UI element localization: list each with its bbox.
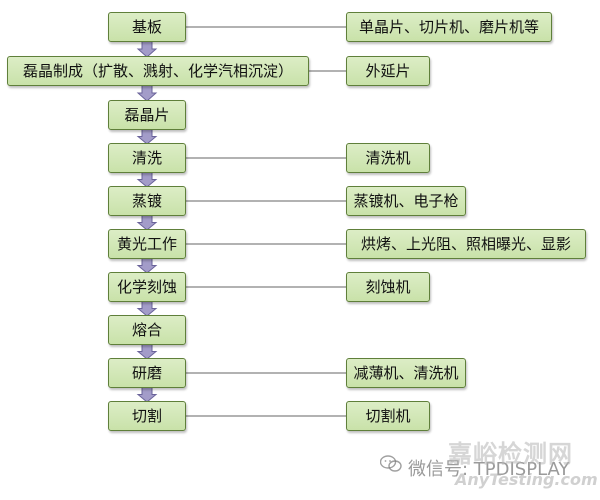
equipment-cutting: 切割机 [346,401,430,431]
equipment-label: 烘烤、上光阻、照相曝光、显影 [360,234,571,253]
equipment-grinding: 减薄机、清洗机 [346,358,466,388]
step-chemical-etching: 化学刻蚀 [108,272,186,302]
equipment-label: 清洗机 [365,148,411,167]
flow-arrow [136,343,158,360]
equipment-evaporation: 蒸镀机、电子枪 [346,186,466,216]
flow-arrow [136,171,158,188]
equipment-label: 外延片 [365,61,411,80]
step-label: 切割 [131,406,162,425]
equipment-etching: 刻蚀机 [346,272,430,302]
flow-arrow [136,257,158,274]
step-substrate: 基板 [108,12,186,42]
equipment-label: 单晶片、切片机、磨片机等 [358,17,539,36]
step-label: 蒸镀 [131,191,162,210]
step-cutting: 切割 [108,401,186,431]
equipment-label: 切割机 [365,406,411,425]
step-label: 基板 [131,17,162,36]
equipment-substrate: 单晶片、切片机、磨片机等 [346,12,552,42]
equipment-label: 减薄机、清洗机 [353,363,459,382]
flow-arrow [136,40,158,58]
flow-arrow [136,214,158,231]
equipment-photolithography: 烘烤、上光阻、照相曝光、显影 [346,229,586,259]
step-label: 化学刻蚀 [116,277,177,296]
equipment-epitaxy: 外延片 [346,56,430,86]
step-label: 黄光工作 [116,234,177,253]
flow-arrow [136,128,158,145]
step-label: 磊晶片 [124,105,170,124]
step-label: 清洗 [131,148,162,167]
equipment-label: 蒸镀机、电子枪 [353,191,459,210]
step-fusion: 熔合 [108,315,186,345]
equipment-cleaning: 清洗机 [346,143,430,173]
step-photolithography: 黄光工作 [108,229,186,259]
flow-arrow [136,386,158,403]
step-label: 研磨 [131,363,162,382]
step-grinding: 研磨 [108,358,186,388]
step-label: 熔合 [131,320,162,339]
step-evaporation: 蒸镀 [108,186,186,216]
step-label: 磊晶制成（扩散、溅射、化学汽相沉淀） [22,61,293,80]
step-epitaxial-wafer: 磊晶片 [108,100,186,130]
flow-arrow [136,84,158,102]
step-epitaxy-process: 磊晶制成（扩散、溅射、化学汽相沉淀） [7,56,309,86]
flow-arrow [136,300,158,317]
equipment-label: 刻蚀机 [365,277,411,296]
step-cleaning: 清洗 [108,143,186,173]
